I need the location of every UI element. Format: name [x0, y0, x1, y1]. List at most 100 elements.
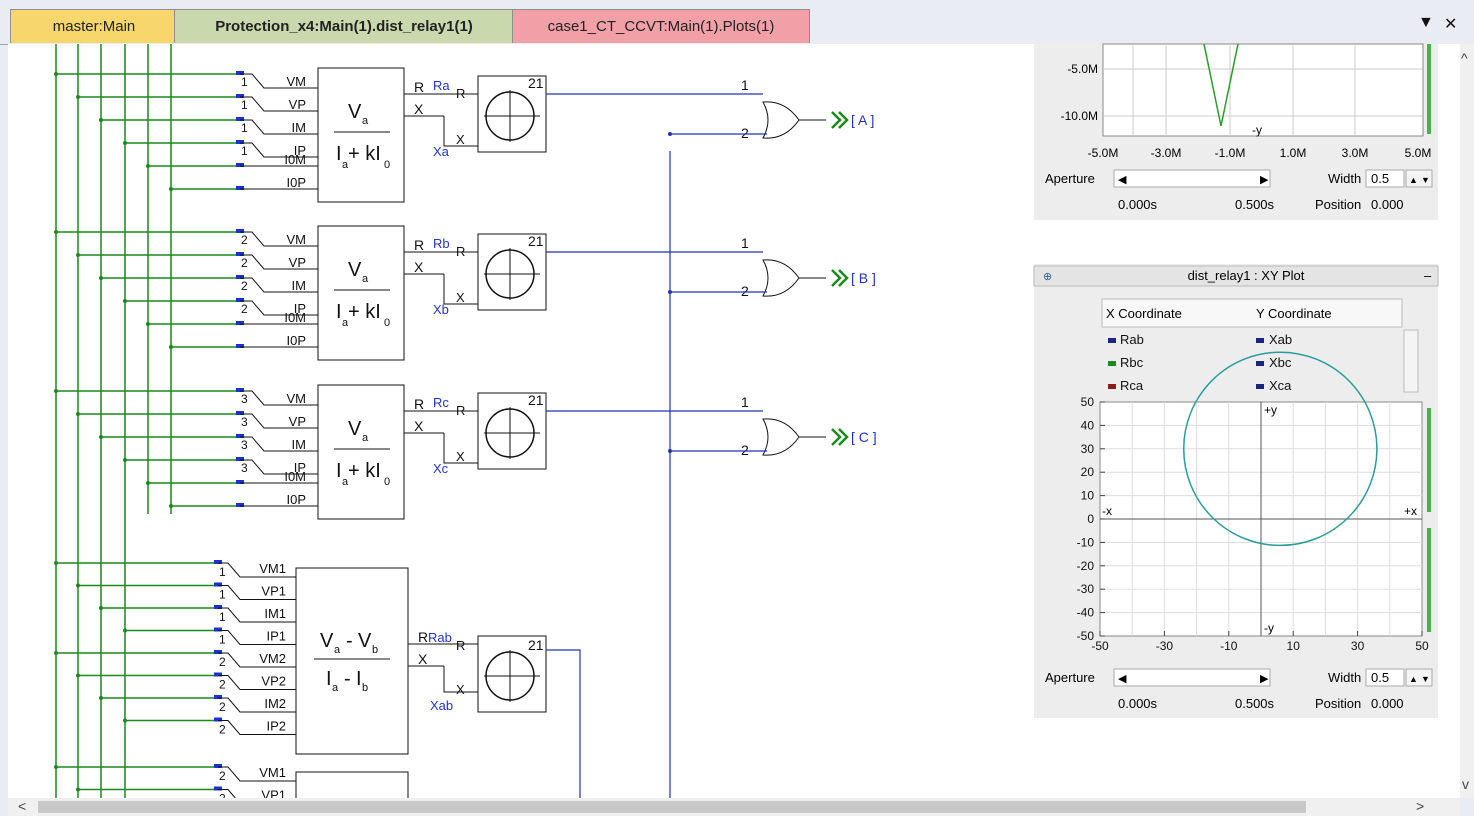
output-a: [ A ] — [851, 112, 874, 128]
phase-number: 1 — [241, 75, 248, 89]
or-gate-a — [762, 101, 800, 139]
bus-junction — [99, 696, 103, 700]
tab-dist-relay[interactable]: Protection_x4:Main(1).dist_relay1(1) — [174, 9, 514, 43]
phase-number: 2 — [219, 723, 226, 737]
xy-legend-scrollbar[interactable] — [1403, 329, 1419, 393]
input-label: VM1 — [259, 765, 286, 780]
data-type-marker — [236, 457, 244, 461]
data-type-marker — [214, 672, 222, 677]
xy-aperture-right-arrow[interactable]: ▶ — [1260, 673, 1269, 685]
scroll-down-icon[interactable]: v — [1462, 776, 1469, 792]
legend-y-1: Xbc — [1269, 355, 1292, 370]
top-width-down-icon[interactable]: ▼ — [1421, 175, 1430, 185]
block-den-i-sub: a — [342, 476, 349, 488]
signal-rb: Rb — [433, 236, 450, 251]
legend-swatch-x — [1108, 361, 1116, 366]
data-type-marker — [236, 163, 244, 167]
top-width-up-icon[interactable]: ▲ — [1409, 175, 1418, 185]
relay-in-x: X — [456, 290, 465, 305]
input-wire — [240, 231, 318, 247]
input-label-i0p: I0P — [286, 492, 306, 507]
y-tick-label: 0 — [1087, 512, 1094, 526]
input-label-vm: VM — [287, 232, 307, 247]
data-type-marker — [214, 605, 222, 609]
block-den-rest-sub: 0 — [384, 476, 390, 488]
close-icon[interactable]: ✕ — [1444, 16, 1458, 33]
output-arrow-icon-2 — [838, 269, 849, 287]
phase-number: 3 — [241, 415, 248, 429]
xy-plot-titlebar[interactable] — [1033, 265, 1439, 287]
y-tick-label: 50 — [1081, 395, 1095, 409]
input-wire — [218, 766, 296, 782]
relay-x-label: X — [418, 651, 428, 667]
xy-axis-neg-x: -x — [1102, 504, 1112, 518]
block-den-i: I — [336, 301, 342, 323]
block-numerator-sub: a — [362, 273, 369, 285]
phase-number: 2 — [241, 233, 248, 247]
input-wire — [240, 254, 318, 270]
data-type-marker — [236, 117, 244, 121]
input-label: VP2 — [261, 674, 286, 689]
input-label-ip: IP — [294, 143, 306, 158]
top-aperture-slider[interactable] — [1113, 169, 1271, 188]
ab-num2: V — [358, 630, 372, 652]
xy-aperture-left-arrow[interactable]: ◀ — [1118, 673, 1127, 685]
relay-number: 21 — [528, 392, 544, 408]
signal-xb: Xb — [433, 302, 449, 317]
horizontal-scrollbar[interactable]: < > — [8, 798, 1460, 816]
xy-width-stepper[interactable] — [1405, 668, 1433, 687]
bus-junction — [76, 95, 80, 99]
top-width-stepper[interactable] — [1405, 169, 1433, 188]
top-width-input[interactable] — [1365, 169, 1405, 188]
ratio-block-ab — [295, 567, 409, 755]
legend-swatch-x — [1108, 384, 1116, 389]
y-tick-label: -20 — [1077, 559, 1095, 573]
xy-width-up-icon[interactable]: ▲ — [1409, 674, 1418, 684]
phase-number: 2 — [241, 256, 248, 270]
input-wire — [218, 607, 296, 623]
gate-in1: 1 — [741, 394, 749, 410]
xy-position-value: 0.000 — [1371, 696, 1404, 711]
phase-number: 2 — [219, 700, 226, 714]
phase-number: 1 — [241, 144, 248, 158]
tab-master-main[interactable]: master:Main — [10, 9, 178, 43]
xy-aperture-slider[interactable] — [1113, 668, 1271, 687]
data-type-marker — [236, 186, 244, 190]
xy-width-label: Width — [1328, 670, 1361, 685]
bus-junction — [123, 458, 127, 462]
top-aperture-left-arrow[interactable]: ◀ — [1118, 174, 1127, 186]
ratio-block-b — [317, 225, 405, 361]
data-type-marker — [236, 275, 244, 279]
scroll-up-icon[interactable]: ^ — [1461, 50, 1468, 66]
tab-plots[interactable]: case1_CT_CCVT:Main(1).Plots(1) — [512, 9, 810, 43]
top-aperture-right-arrow[interactable]: ▶ — [1260, 174, 1269, 186]
bus-junction — [76, 412, 80, 416]
ratio-block-c — [317, 384, 405, 520]
y-tick-label: -50 — [1077, 629, 1095, 643]
xy-width-value: 0.5 — [1371, 670, 1389, 685]
tab-dropdown-icon[interactable]: ▼ — [1418, 14, 1434, 31]
bus-junction — [54, 389, 58, 393]
xy-plot-pin-icon[interactable]: ⊕ — [1043, 271, 1052, 283]
xy-width-down-icon[interactable]: ▼ — [1421, 674, 1430, 684]
relay-in-x: X — [456, 682, 465, 697]
input-label-vp: VP — [289, 414, 306, 429]
input-label-i0m: I0M — [284, 469, 306, 484]
scroll-left-icon[interactable]: < — [18, 798, 27, 814]
bus-junction — [76, 253, 80, 257]
input-label: VM1 — [259, 561, 286, 576]
data-type-marker — [236, 344, 244, 348]
xy-width-input[interactable] — [1365, 668, 1405, 687]
input-wire — [218, 720, 296, 735]
scroll-right-icon[interactable]: > — [1416, 798, 1425, 814]
xy-plot-minimize-icon[interactable]: – — [1424, 268, 1432, 283]
input-wire — [218, 585, 296, 600]
legend-swatch-y — [1256, 361, 1264, 366]
vertical-scrollbar[interactable]: ^ v — [1460, 44, 1474, 798]
bus-junction — [54, 230, 58, 234]
y-tick-label: -10 — [1077, 535, 1095, 549]
output-arrow-icon — [831, 111, 842, 129]
horizontal-scroll-thumb[interactable] — [38, 801, 1306, 813]
